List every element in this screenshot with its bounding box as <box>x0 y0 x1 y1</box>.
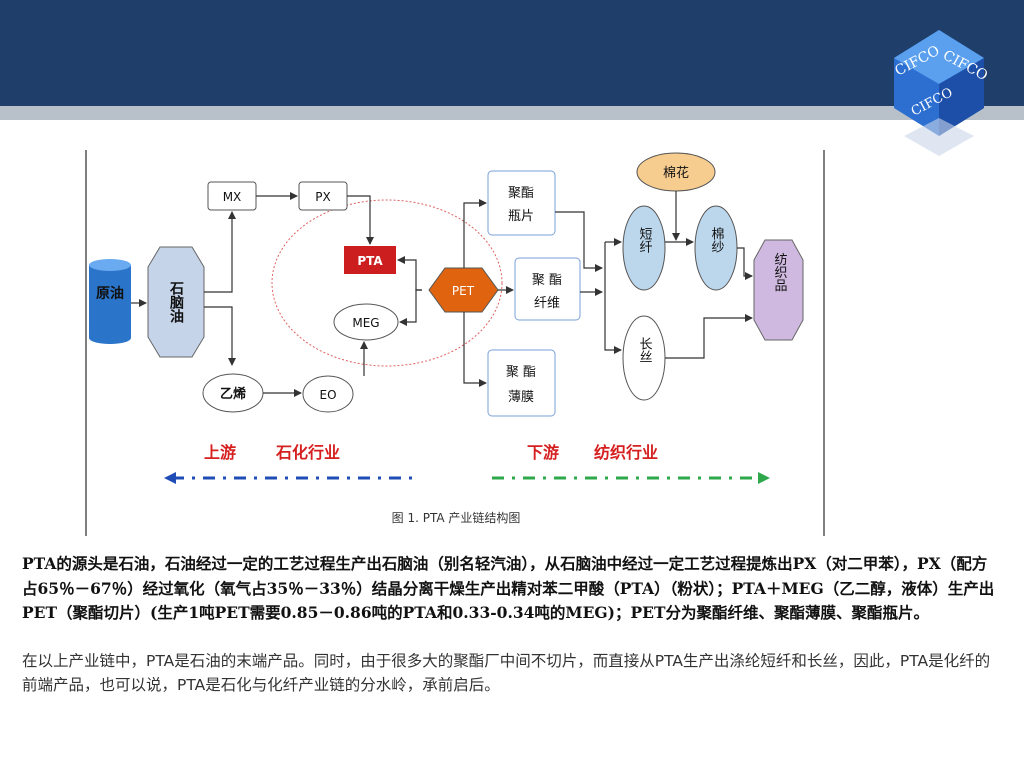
ethylene-label: 乙烯 <box>220 386 246 402</box>
pet-node <box>428 267 499 313</box>
description-paragraph-2: 在以上产业链中，PTA是石油的末端产品。同时，由于很多大的聚酯厂中间不切片，而直… <box>22 652 991 694</box>
crude-oil-label-1: 原油 <box>96 285 124 302</box>
polyester-film-label-1: 聚 酯 <box>506 365 536 380</box>
mx-label: MX <box>223 190 242 204</box>
cifco-logo: CIFCO CIFCO CIFCO <box>892 30 990 156</box>
crude-oil-node: 原油 <box>89 259 131 344</box>
pta-label: PTA <box>357 254 383 268</box>
header-stripe <box>0 106 1024 120</box>
header-bar <box>0 0 1024 106</box>
textile-node <box>753 239 804 341</box>
textile-industry-label: 纺织行业 <box>594 443 658 462</box>
cotton-yarn-label: 棉纱 <box>709 227 725 253</box>
bottle-chip-node <box>487 170 556 236</box>
eo-node <box>302 375 354 413</box>
pta-node <box>344 246 396 274</box>
downstream-arrow <box>492 472 770 484</box>
polyester-fiber-label-2: 纤维 <box>534 296 560 311</box>
naphtha-node: 石脑油 <box>147 246 205 358</box>
bottle-chip-label-1: 聚酯 <box>508 186 534 201</box>
polyester-film-label-2: 薄膜 <box>508 390 534 405</box>
polyester-fiber-node <box>514 257 581 321</box>
staple-fiber-label: 短纤 <box>637 227 653 253</box>
polyester-fiber-label-1: 聚 酯 <box>532 273 562 288</box>
bottle-chip-label-2: 瓶片 <box>508 209 534 224</box>
upstream-arrow <box>164 472 414 484</box>
meg-node <box>333 303 399 341</box>
description-paragraph-1: PTA的源头是石油，石油经过一定的工艺过程生产出石脑油（别名轻汽油），从石脑油中… <box>22 554 995 622</box>
px-label: PX <box>315 190 330 204</box>
petrochem-label: 石化行业 <box>275 443 340 462</box>
upstream-label: 上游 <box>204 443 236 462</box>
eo-label: EO <box>319 388 336 402</box>
staple-fiber-node <box>622 205 666 291</box>
downstream-label: 下游 <box>527 443 559 462</box>
textile-label: 纺织品 <box>772 253 788 292</box>
diagram-caption: 图 1. PTA 产业链结构图 <box>392 510 521 525</box>
meg-label: MEG <box>352 316 379 330</box>
highlight-ellipse <box>271 199 503 367</box>
connector-lines <box>131 191 753 397</box>
naphtha-label: 石脑油 <box>168 281 185 324</box>
filament-label: 长丝 <box>637 337 653 363</box>
pta-industry-chain-diagram: 原油 石脑油 MX PX PTA MEG 乙烯 EO PET 聚酯 瓶片 聚 酯… <box>85 150 825 536</box>
polyester-film-node <box>487 349 556 417</box>
cotton-label: 棉花 <box>663 165 689 181</box>
pet-label: PET <box>452 284 475 298</box>
